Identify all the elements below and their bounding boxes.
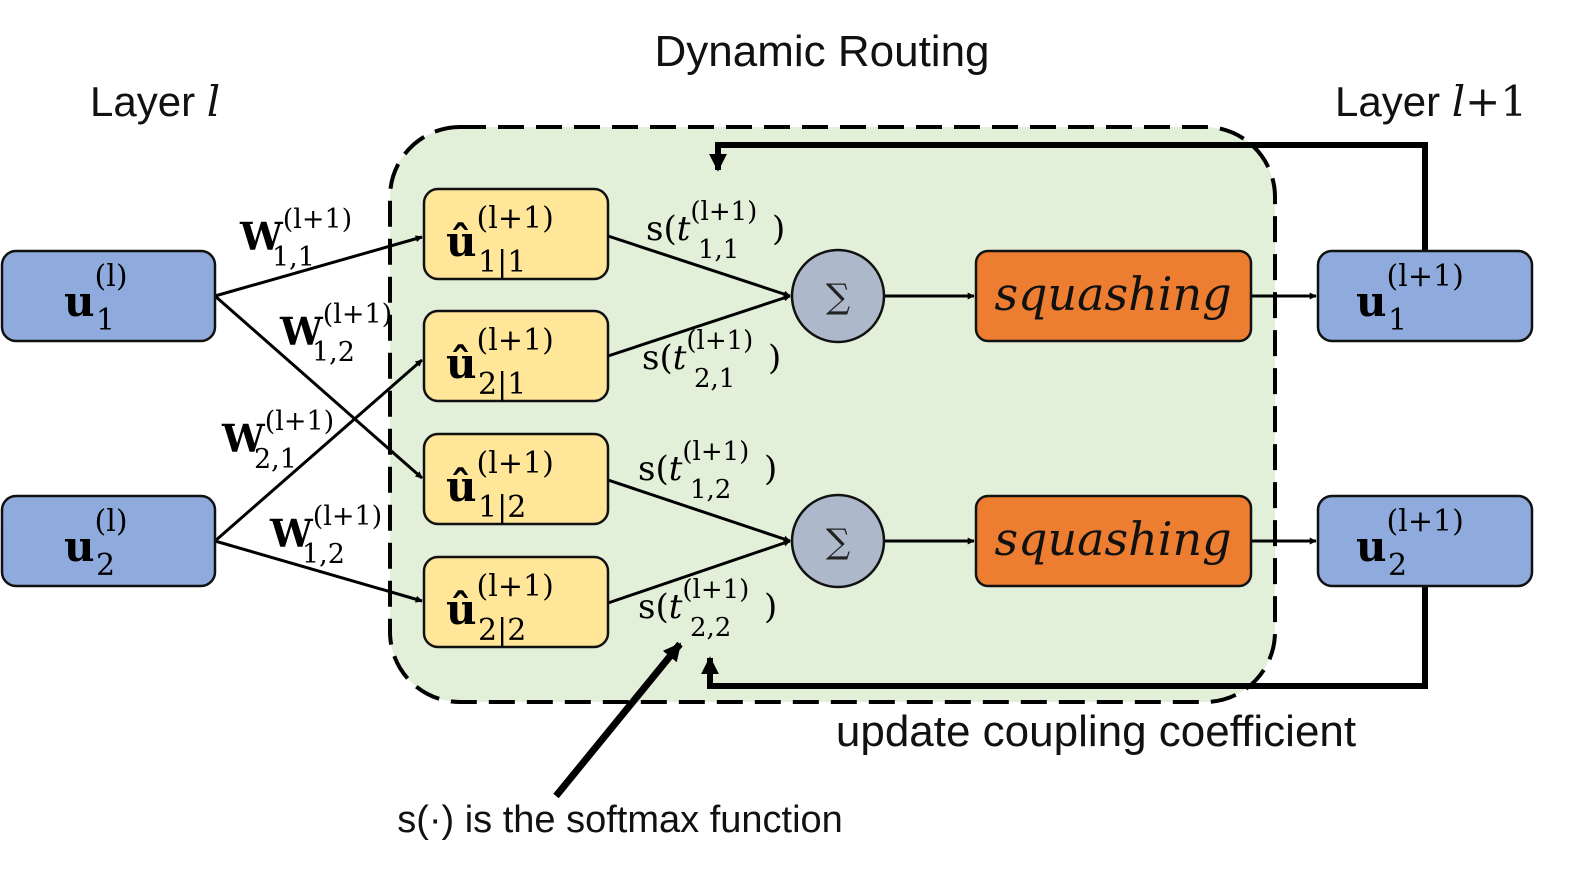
output-node-2: u(l+1)2	[1316, 494, 1534, 588]
svg-text:∑: ∑	[826, 522, 850, 562]
prediction-node-1-2: û(l+1)1|2	[422, 432, 610, 526]
weight-label-1: W(l+1)1,1	[239, 204, 352, 273]
weight-label-2: W(l+1)1,2	[279, 299, 392, 368]
svg-text:s(t(l+1)1,1): s(t(l+1)1,1)	[646, 197, 785, 265]
svg-text:û(l+1)1|2: û(l+1)1|2	[446, 446, 554, 525]
sum-node-1: ∑	[790, 248, 886, 344]
svg-text:s(t(l+1)2,2): s(t(l+1)2,2)	[638, 575, 777, 643]
output-node-1: u(l+1)1	[1316, 249, 1534, 343]
svg-text:W(l+1)2,1: W(l+1)2,1	[221, 406, 334, 475]
weight-connectors	[214, 235, 423, 603]
layer-left-label: Layer l	[90, 77, 220, 126]
svg-text:s(t(l+1)2,1): s(t(l+1)2,1)	[642, 326, 781, 394]
svg-text:squashing: squashing	[994, 512, 1231, 566]
svg-text:squashing: squashing	[994, 267, 1231, 321]
prediction-node-2-2: û(l+1)2|2	[422, 555, 610, 649]
weight-label-4: W(l+1)1,2	[269, 501, 382, 570]
softmax-connectors	[607, 234, 791, 605]
prediction-node-1-1: û(l+1)1|1	[422, 187, 610, 281]
svg-text:u(l)2: u(l)2	[64, 504, 128, 583]
svg-text:û(l+1)2|1: û(l+1)2|1	[446, 323, 554, 402]
svg-text:û(l+1)1|1: û(l+1)1|1	[446, 201, 554, 280]
squashing-node-1: squashing	[974, 249, 1253, 343]
update-coupling-label: update coupling coefficient	[836, 707, 1356, 756]
weight-label-3: W(l+1)2,1	[221, 406, 334, 475]
input-node-2: u(l)2	[0, 494, 217, 588]
softmax-note: s(·) is the softmax function	[397, 799, 843, 841]
layer-right-label: Layer l+1	[1335, 77, 1527, 126]
feedback-loop-bottom	[701, 587, 1428, 689]
softmax-label-2-2: s(t(l+1)2,2)	[638, 575, 777, 643]
squashing-node-2: squashing	[974, 494, 1253, 588]
input-node-1: u(l)1	[0, 249, 217, 343]
diagram-title: Dynamic Routing	[654, 27, 989, 76]
svg-text:u(l+1)1: u(l+1)1	[1356, 259, 1464, 338]
svg-text:∑: ∑	[826, 277, 850, 317]
svg-text:u(l+1)2: u(l+1)2	[1356, 504, 1464, 583]
softmax-label-1-1: s(t(l+1)1,1)	[646, 197, 785, 265]
svg-text:W(l+1)1,1: W(l+1)1,1	[239, 204, 352, 273]
svg-text:û(l+1)2|2: û(l+1)2|2	[446, 569, 554, 648]
prediction-node-2-1: û(l+1)2|1	[422, 309, 610, 403]
sum-node-2: ∑	[790, 493, 886, 589]
softmax-label-1-2: s(t(l+1)1,2)	[638, 437, 777, 505]
softmax-note-arrow	[553, 641, 683, 799]
flow-connectors	[885, 292, 1317, 545]
softmax-label-2-1: s(t(l+1)2,1)	[642, 326, 781, 394]
svg-text:u(l)1: u(l)1	[64, 259, 128, 338]
svg-text:W(l+1)1,2: W(l+1)1,2	[269, 501, 382, 570]
feedback-loop-top	[709, 142, 1428, 250]
svg-text:s(t(l+1)1,2): s(t(l+1)1,2)	[638, 437, 777, 505]
svg-text:W(l+1)1,2: W(l+1)1,2	[279, 299, 392, 368]
